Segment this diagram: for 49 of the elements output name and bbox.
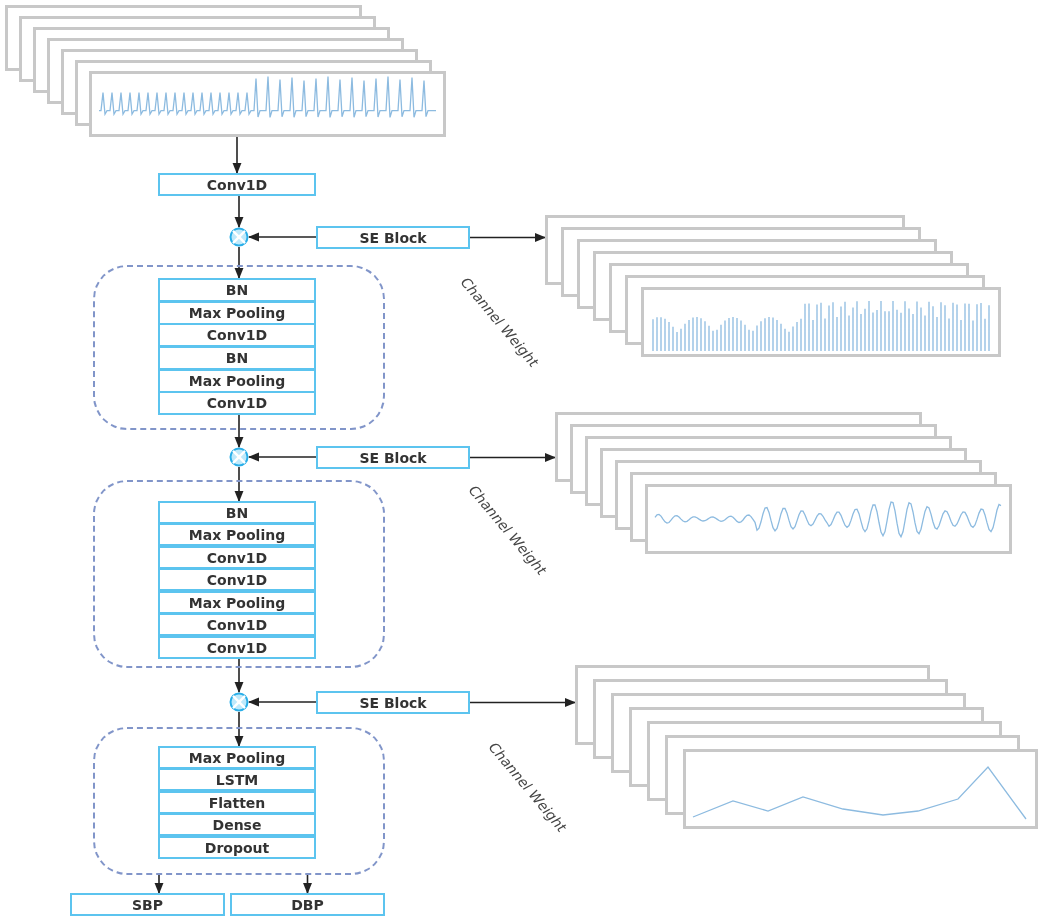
arrow xyxy=(154,874,164,895)
layer-box: Max Pooling xyxy=(158,746,316,769)
arrow xyxy=(247,697,317,707)
layer-box: Conv1D xyxy=(158,546,316,569)
layer-box: Max Pooling xyxy=(158,301,316,325)
layer-box: Max Pooling xyxy=(158,591,316,614)
layer-box: SE Block xyxy=(316,226,470,249)
layer-box: Dropout xyxy=(158,836,316,859)
layer-box: Conv1D xyxy=(158,173,316,196)
multiply-circle-icon xyxy=(229,227,249,247)
layer-box: Conv1D xyxy=(158,636,316,659)
multiply-circle-icon xyxy=(229,692,249,712)
arrow xyxy=(247,452,317,462)
arrow xyxy=(247,232,317,242)
arrow xyxy=(232,136,242,175)
arrow xyxy=(234,246,244,280)
layer-box: BN xyxy=(158,346,316,370)
dashed-group-frame xyxy=(93,727,385,875)
layer-box: Conv1D xyxy=(158,391,316,415)
layer-box: BN xyxy=(158,501,316,524)
signal-stack-drawing xyxy=(555,412,1012,554)
arrow xyxy=(234,466,244,503)
layer-box: Max Pooling xyxy=(158,523,316,546)
layer-box: Conv1D xyxy=(158,323,316,347)
layer-box: Max Pooling xyxy=(158,369,316,393)
arrow xyxy=(234,414,244,449)
layer-box: BN xyxy=(158,278,316,302)
arrow xyxy=(469,453,557,462)
arrow xyxy=(469,233,547,242)
dashed-group-frame xyxy=(93,480,385,668)
multiply-circle-icon xyxy=(229,447,249,467)
layer-box: DBP xyxy=(230,893,385,916)
layer-box: SE Block xyxy=(316,691,470,714)
layer-box: SBP xyxy=(70,893,225,916)
arrow xyxy=(234,711,244,748)
arrow xyxy=(234,195,244,229)
arrow xyxy=(303,874,312,895)
layer-box: SE Block xyxy=(316,446,470,469)
layer-box: Conv1D xyxy=(158,613,316,636)
dashed-group-frame xyxy=(93,265,385,430)
signal-stack-drawing xyxy=(545,215,1001,357)
arrow xyxy=(234,658,244,694)
layer-box: LSTM xyxy=(158,768,316,791)
signal-stack-drawing xyxy=(5,5,446,137)
layer-box: Flatten xyxy=(158,791,316,814)
arrow xyxy=(469,698,577,707)
signal-stack-drawing xyxy=(575,665,1038,829)
layer-box: Dense xyxy=(158,813,316,836)
layer-box: Conv1D xyxy=(158,568,316,591)
